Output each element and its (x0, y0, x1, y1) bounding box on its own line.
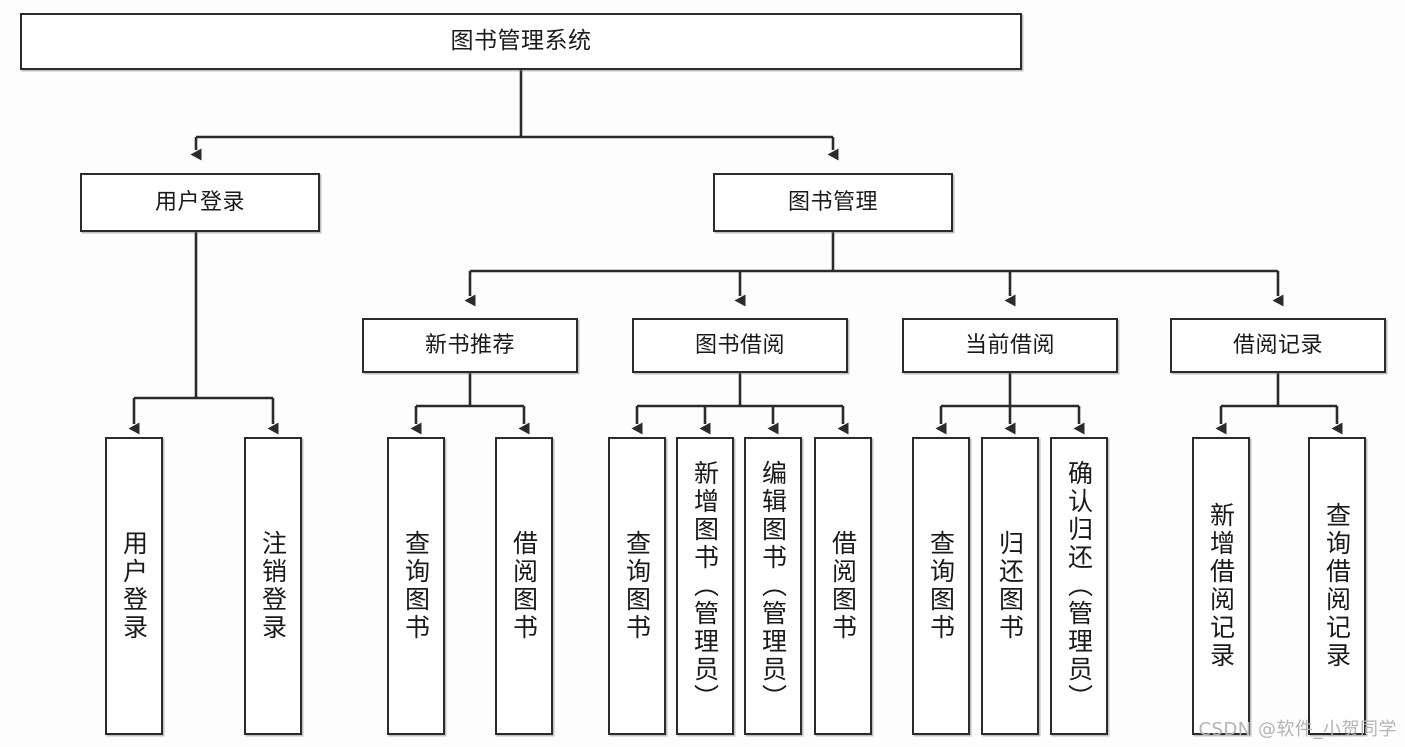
leaf-record-add[interactable]: 新增借阅记录 (1192, 437, 1250, 735)
node-root-system[interactable]: 图书管理系统 (20, 13, 1022, 70)
leaf-record-query[interactable]: 查询借阅记录 (1308, 437, 1366, 735)
node-label: 用户登录 (119, 530, 149, 642)
node-label: 新增借阅记录 (1206, 502, 1236, 670)
node-label: 编辑图书（管理员） (758, 460, 788, 712)
leaf-borrow-query-book[interactable]: 查询图书 (608, 437, 666, 735)
node-label: 借阅图书 (828, 530, 858, 642)
node-label: 注销登录 (258, 530, 288, 642)
node-new-book-recommend[interactable]: 新书推荐 (362, 318, 578, 373)
node-label: 借阅图书 (509, 530, 539, 642)
node-label: 查询图书 (401, 530, 431, 642)
leaf-new-book-borrow[interactable]: 借阅图书 (495, 437, 553, 735)
node-label: 图书管理系统 (450, 28, 592, 55)
leaf-borrow-add-book-admin[interactable]: 新增图书（管理员） (676, 437, 734, 735)
node-label: 图书管理 (787, 189, 878, 215)
leaf-user-login-signout[interactable]: 注销登录 (244, 437, 302, 735)
node-book-management[interactable]: 图书管理 (713, 173, 953, 232)
node-label: 借阅记录 (1232, 332, 1323, 358)
node-book-borrow[interactable]: 图书借阅 (632, 318, 848, 373)
node-label: 查询图书 (926, 530, 956, 642)
node-label: 归还图书 (995, 530, 1025, 642)
leaf-new-book-query[interactable]: 查询图书 (387, 437, 445, 735)
node-label: 确认归还（管理员） (1064, 460, 1094, 712)
leaf-current-return-book[interactable]: 归还图书 (981, 437, 1039, 735)
node-borrow-record[interactable]: 借阅记录 (1170, 318, 1386, 373)
leaf-user-login-signin[interactable]: 用户登录 (105, 437, 163, 735)
node-label: 新增图书（管理员） (690, 460, 720, 712)
node-label: 图书借阅 (694, 332, 785, 358)
node-label: 新书推荐 (424, 332, 515, 358)
node-label: 用户登录 (154, 189, 245, 215)
csdn-watermark: CSDN @软件_小贺同学 (1198, 719, 1397, 740)
leaf-borrow-edit-book-admin[interactable]: 编辑图书（管理员） (744, 437, 802, 735)
node-label: 查询借阅记录 (1322, 502, 1352, 670)
leaf-current-confirm-return-admin[interactable]: 确认归还（管理员） (1050, 437, 1108, 735)
leaf-current-query-book[interactable]: 查询图书 (912, 437, 970, 735)
node-current-borrow[interactable]: 当前借阅 (902, 318, 1118, 373)
node-user-login[interactable]: 用户登录 (80, 173, 320, 232)
node-label: 当前借阅 (964, 332, 1055, 358)
leaf-borrow-borrow-book[interactable]: 借阅图书 (814, 437, 872, 735)
node-label: 查询图书 (622, 530, 652, 642)
